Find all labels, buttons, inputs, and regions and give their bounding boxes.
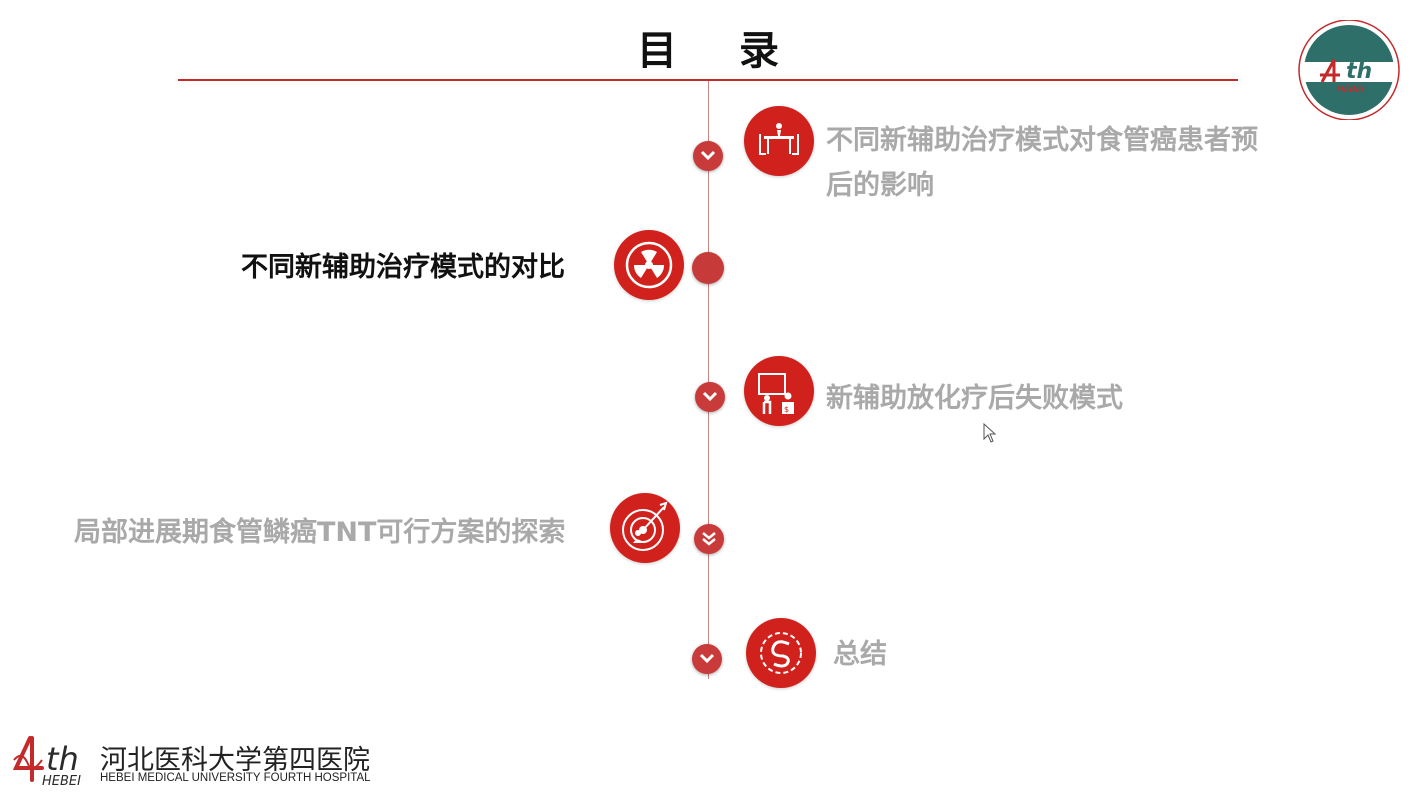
agenda-item-2[interactable]: 不同新辅助治疗模式的对比 [241,252,565,283]
mouse-cursor-icon [983,422,997,447]
chevron-down-icon [702,391,718,402]
chevron-down-node-1[interactable] [693,141,723,171]
svg-text:HEBEI: HEBEI [42,774,81,789]
target-icon [610,493,680,563]
hospital-logo-4th: th HEBEI [8,730,98,794]
agenda-item-1[interactable]: 不同新辅助治疗模式对食管癌患者预 后的影响 [826,118,1346,208]
agenda-item-3[interactable]: 新辅助放化疗后失败模式 [826,383,1123,414]
svg-text:$: $ [784,405,789,414]
chevron-down-icon [700,150,716,161]
agenda-item-1-line1: 不同新辅助治疗模式对食管癌患者预 [826,125,1258,156]
agenda-item-5[interactable]: 总结 [833,639,887,670]
hospital-name: 河北医科大学第四医院 [100,745,370,776]
svg-text:th: th [46,740,79,778]
gear-swirl-icon [746,618,816,688]
chevron-down-node-3[interactable] [695,382,725,412]
svg-text:th: th [1346,59,1372,84]
double-chevron-down-icon [702,532,716,546]
svg-text:HEBEI: HEBEI [1337,85,1364,95]
agenda-item-1-line2: 后的影响 [826,170,934,201]
chevron-down-icon [699,653,715,664]
chevron-down-node-5[interactable] [692,644,722,674]
radiation-icon [614,230,684,300]
agenda-item-4[interactable]: 局部进展期食管鳞癌TNT可行方案的探索 [74,517,566,548]
title-divider [178,79,1238,81]
page-title: 目 录 [637,28,803,74]
hospital-seal-logo: th HEBEI [1290,19,1408,124]
active-node-2[interactable] [692,252,724,284]
double-chevron-node-4[interactable] [694,524,724,554]
timeline-line [708,81,709,679]
table-meeting-icon [744,106,814,176]
presentation-icon: $ [744,356,814,426]
hospital-name-en: HEBEI MEDICAL UNIVERSITY FOURTH HOSPITAL [100,772,371,784]
